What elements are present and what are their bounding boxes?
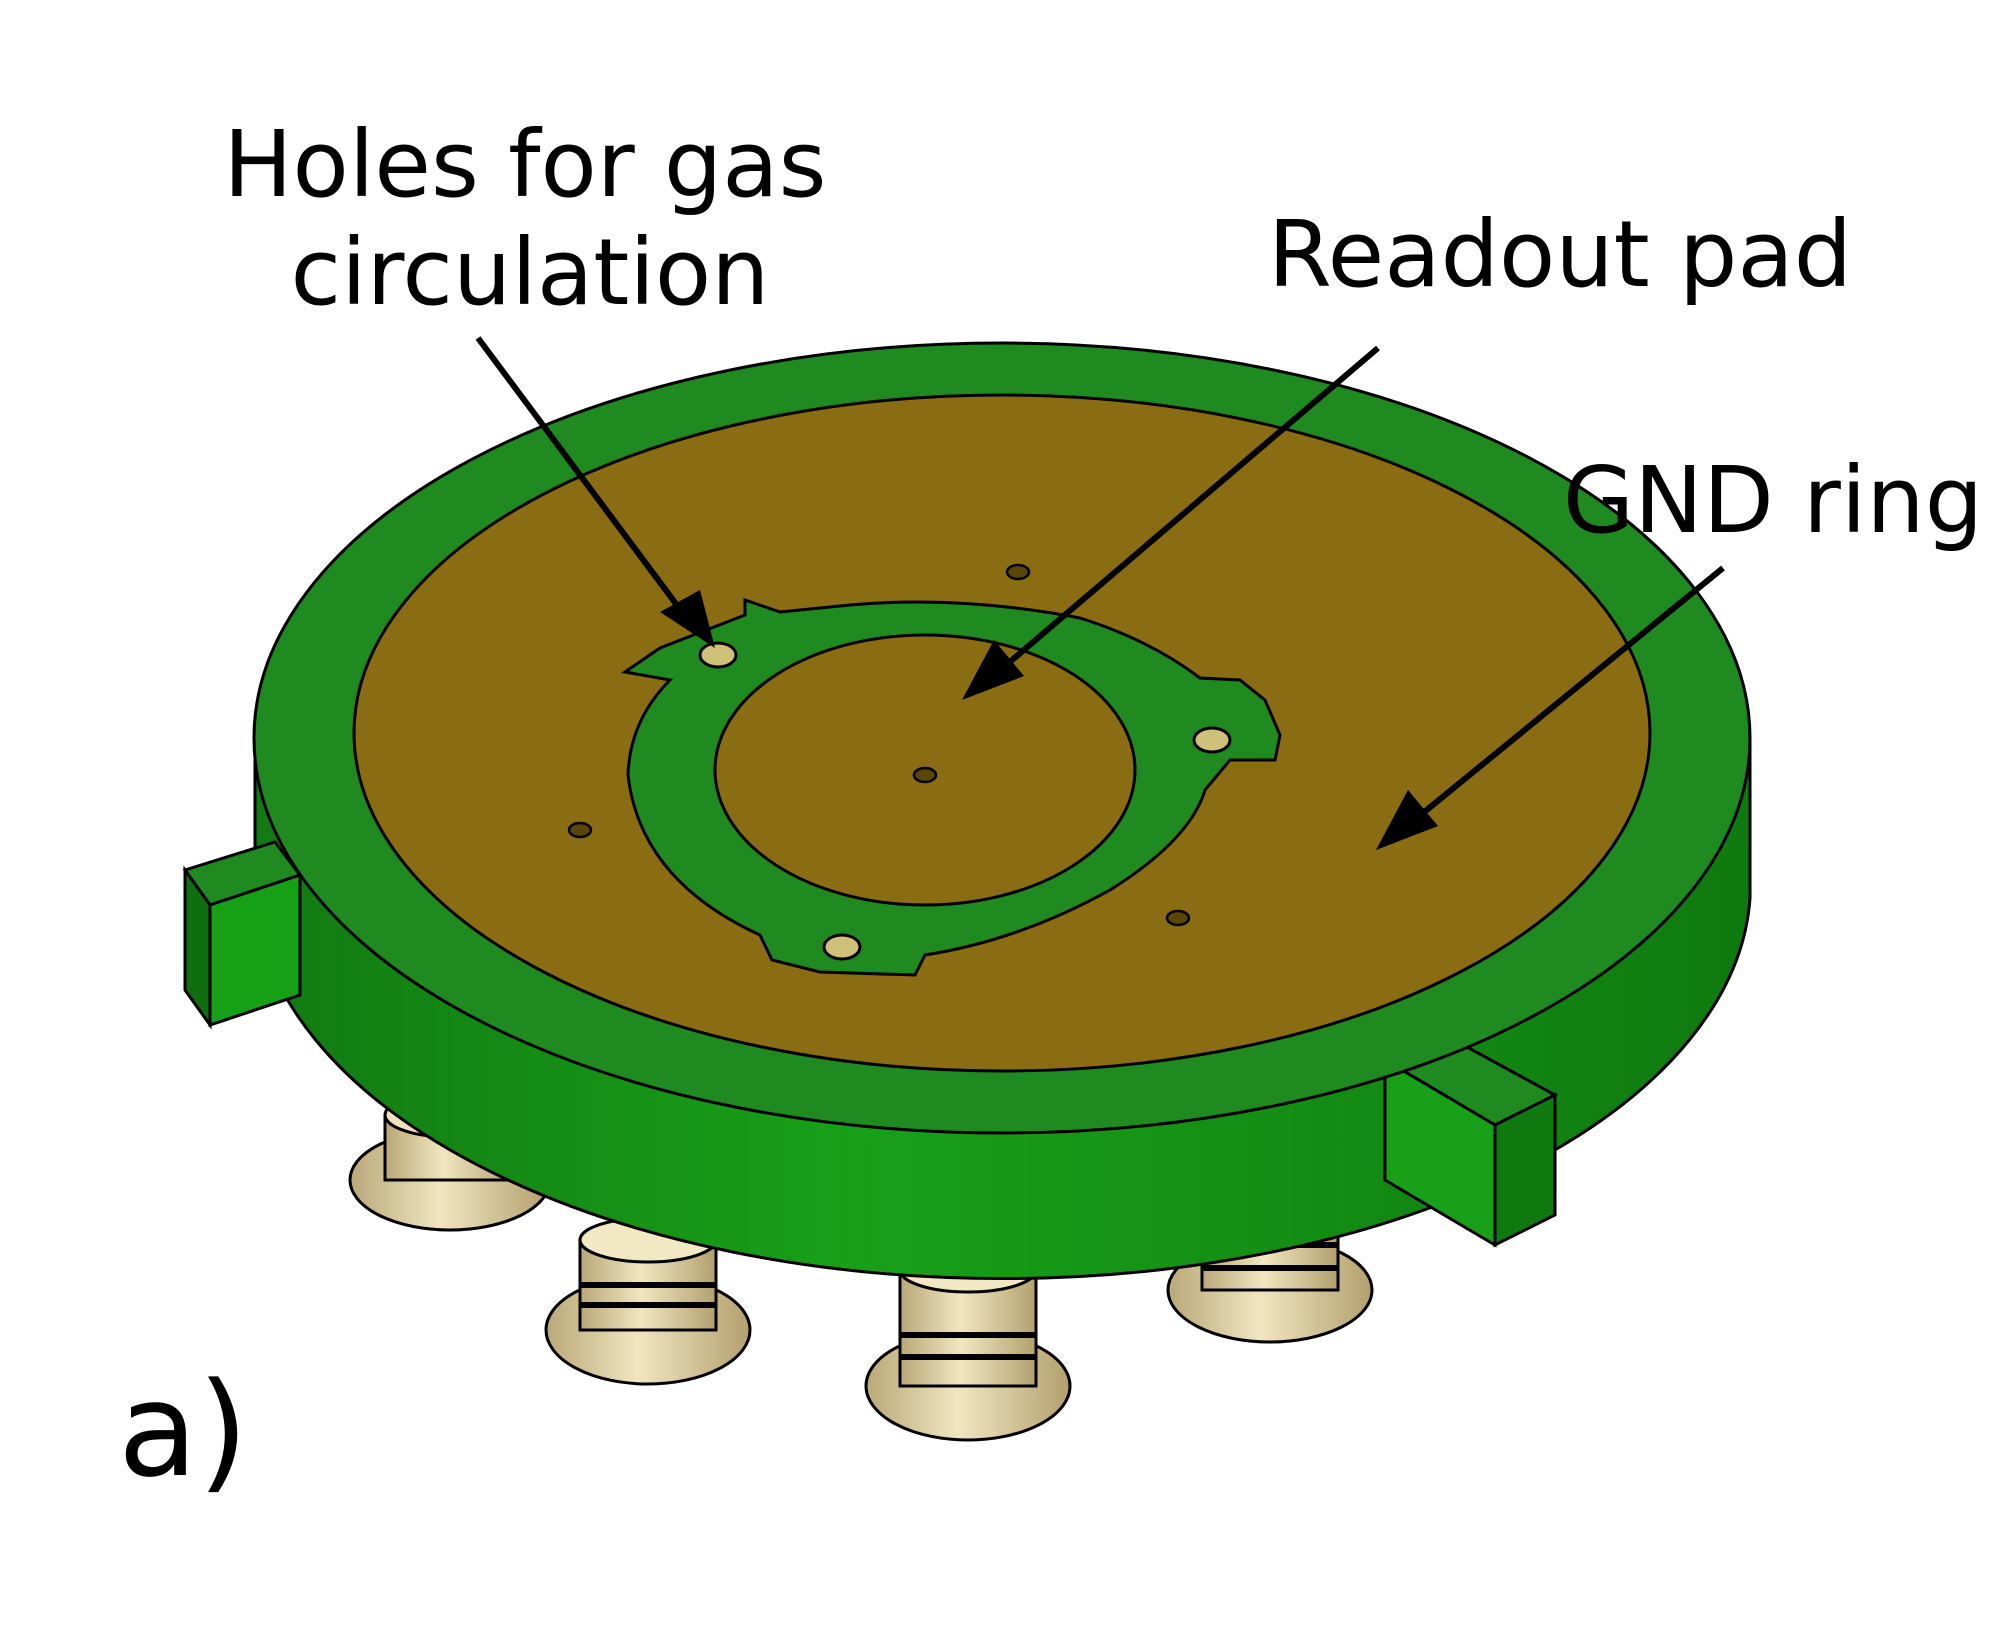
gas-hole [1192, 726, 1232, 754]
connector-pin [544, 1216, 752, 1386]
via [567, 821, 593, 839]
tab-left-side [183, 865, 212, 1030]
label-gnd-ring: GND ring [1563, 447, 1983, 554]
label-readout-pad: Readout pad [1268, 201, 1852, 308]
arrows [475, 336, 1725, 850]
label-holes-line1: Holes for gas [223, 111, 826, 218]
arrow-holes [475, 336, 715, 648]
arrow-readout-pad [962, 345, 1380, 700]
gas-hole [822, 933, 862, 961]
via [912, 766, 938, 784]
gas-hole [698, 641, 738, 669]
arrow-gnd-ring [1376, 565, 1725, 850]
connector-pin [864, 1246, 1072, 1442]
label-panel: a) [118, 1354, 248, 1506]
label-holes-line2: circulation [290, 219, 769, 326]
tab-right-side [1383, 1057, 1497, 1248]
gas-holes [698, 641, 1232, 961]
vias [567, 563, 1191, 927]
via [1005, 563, 1031, 581]
via [1165, 909, 1191, 927]
